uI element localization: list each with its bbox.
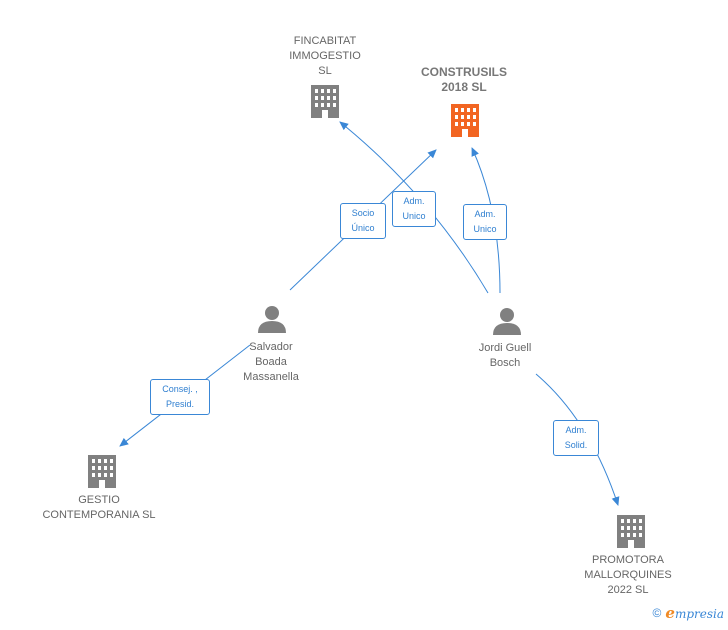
edge-label-adm-solid: Adm. Solid.	[553, 420, 599, 456]
edge-label-socio-unico: Socio Único	[340, 203, 386, 239]
node-label-salvador[interactable]: Salvador Boada Massanella	[191, 340, 351, 385]
label-line: Salvador	[249, 341, 293, 353]
brand-initial: e	[665, 604, 675, 622]
label-line: PROMOTORA	[592, 554, 664, 566]
edge-label-adm-unico-fincabitat: Adm. Unico	[392, 191, 436, 227]
label-line: Massanella	[243, 371, 299, 383]
building-icon-promotora[interactable]	[617, 515, 645, 548]
label-line: FINCABITAT	[293, 35, 357, 47]
label-line: 2022 SL	[607, 584, 649, 596]
label-line: IMMOGESTIO	[289, 50, 361, 62]
label-line: MALLORQUINES	[584, 569, 672, 581]
label-line: CONTEMPORANIA SL	[42, 509, 156, 521]
building-icon-construsils[interactable]	[451, 104, 479, 137]
node-label-jordi[interactable]: Jordi Guell Bosch	[425, 341, 585, 371]
label-line: Jordi Guell	[478, 342, 532, 354]
node-label-fincabitat[interactable]: FINCABITAT IMMOGESTIO SL	[245, 34, 405, 79]
label-line: GESTIO	[78, 494, 120, 506]
empresia-brand[interactable]: © empresia	[653, 604, 724, 622]
brand-name: mpresia	[674, 607, 724, 621]
label-line: Boada	[255, 356, 287, 368]
person-icon-jordi[interactable]	[493, 308, 521, 335]
label-line: Bosch	[489, 357, 521, 369]
brand-logo: empresia	[665, 604, 724, 622]
building-icon-fincabitat[interactable]	[311, 85, 339, 118]
building-icon-gestio[interactable]	[88, 455, 116, 488]
node-label-construsils[interactable]: CONSTRUSILS 2018 SL	[384, 65, 544, 95]
copyright-icon: ©	[652, 606, 662, 620]
edge-label-adm-unico-construsils: Adm. Unico	[463, 204, 507, 240]
edge-label-consej-presid: Consej. , Presid.	[150, 379, 210, 415]
label-line: 2018 SL	[441, 80, 487, 94]
label-line: CONSTRUSILS	[420, 65, 507, 79]
person-icon-salvador[interactable]	[258, 306, 286, 333]
node-label-promotora[interactable]: PROMOTORA MALLORQUINES 2022 SL	[548, 553, 708, 598]
label-line: SL	[318, 65, 332, 77]
node-label-gestio[interactable]: GESTIO CONTEMPORANIA SL	[19, 493, 179, 523]
